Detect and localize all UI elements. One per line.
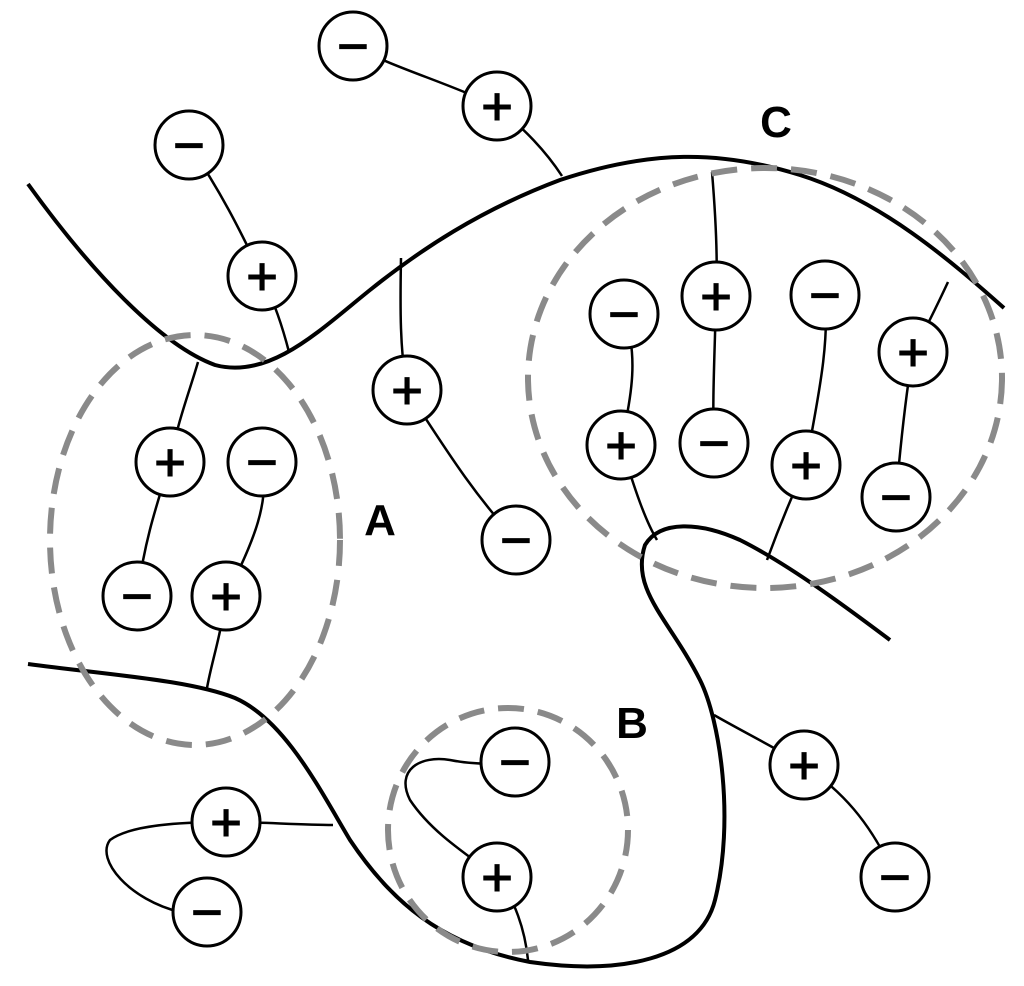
- negative-charge-circle: [153, 109, 225, 181]
- positive-sign: +: [389, 365, 426, 416]
- positive-charge-circle: [877, 316, 949, 388]
- negative-sign: −: [119, 571, 156, 622]
- positive-sign: +: [895, 327, 932, 378]
- negative-charge-circle: [226, 426, 298, 498]
- positive-sign: +: [698, 271, 735, 322]
- negative-sign: −: [497, 737, 534, 788]
- negative-sign: −: [244, 437, 281, 488]
- negative-charge-circle: [789, 259, 861, 331]
- positive-charge-circle: [134, 426, 206, 498]
- negative-sign: −: [807, 270, 844, 321]
- negative-sign: −: [696, 418, 733, 469]
- negative-charge-circle: [860, 461, 932, 533]
- positive-charge-circle: [768, 729, 840, 801]
- positive-sign: +: [208, 797, 245, 848]
- negative-sign: −: [171, 120, 208, 171]
- negative-charge-circle: [480, 504, 552, 576]
- positive-charge-circle: [226, 240, 298, 312]
- positive-charge-circle: [461, 70, 533, 142]
- positive-sign: +: [208, 571, 245, 622]
- positive-charge-circle: [190, 560, 262, 632]
- group-ring-a: [47, 332, 343, 748]
- charge-circles: [101, 10, 949, 948]
- positive-sign: +: [603, 420, 640, 471]
- negative-charge-circle: [479, 726, 551, 798]
- group-ring-b: [385, 705, 631, 955]
- positive-sign: +: [479, 852, 516, 903]
- group-label-a: A: [364, 496, 396, 545]
- positive-sign: +: [244, 251, 281, 302]
- negative-sign: −: [877, 852, 914, 903]
- negative-charge-circle: [101, 560, 173, 632]
- charge-signs: − + − + + − + − − + − + − + + − + − + − …: [119, 21, 932, 938]
- upper-surface-line: [26, 154, 1006, 370]
- positive-charge-circle: [461, 841, 533, 913]
- negative-sign: −: [606, 289, 643, 340]
- group-ring-c: [525, 165, 1005, 591]
- positive-sign: +: [152, 437, 189, 488]
- negative-charge-circle: [317, 10, 389, 82]
- positive-charge-circle: [770, 429, 842, 501]
- positive-sign: +: [788, 440, 825, 491]
- negative-sign: −: [335, 21, 372, 72]
- group-label-c: C: [760, 98, 792, 147]
- negative-sign: −: [878, 472, 915, 523]
- lower-surface-line: [27, 524, 892, 969]
- positive-charge-circle: [190, 786, 262, 858]
- negative-charge-circle: [859, 841, 931, 913]
- positive-charge-circle: [585, 409, 657, 481]
- negative-charge-circle: [588, 278, 660, 350]
- positive-sign: +: [479, 81, 516, 132]
- negative-sign: −: [498, 515, 535, 566]
- negative-charge-circle: [678, 407, 750, 479]
- positive-charge-circle: [371, 354, 443, 426]
- negative-charge-circle: [171, 876, 243, 948]
- group-label-b: B: [616, 699, 648, 748]
- negative-sign: −: [189, 887, 226, 938]
- positive-sign: +: [786, 740, 823, 791]
- positive-charge-circle: [680, 260, 752, 332]
